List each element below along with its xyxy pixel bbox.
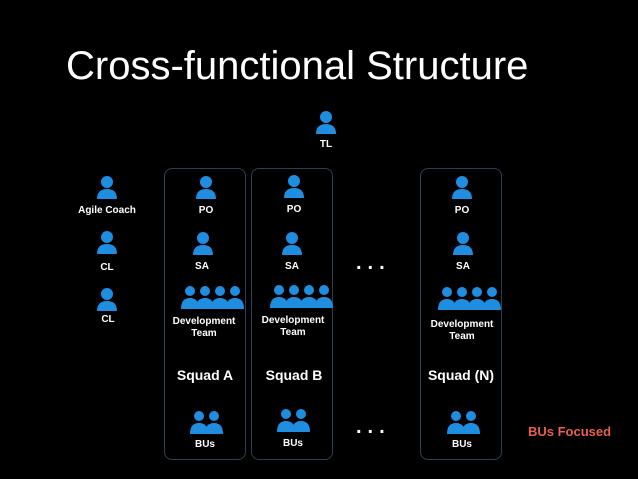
sa-person-icon xyxy=(192,231,214,255)
development-team-label: Development Team xyxy=(172,316,236,339)
bus-focused-label: BUs Focused xyxy=(528,424,612,439)
development-team-icon xyxy=(437,286,502,310)
sa-person-icon xyxy=(452,231,474,255)
squad-name: Squad (N) xyxy=(427,367,495,383)
bus-icon xyxy=(189,410,224,434)
squad-b-frame xyxy=(251,168,333,460)
sa-label: SA xyxy=(195,261,209,272)
squad-name: Squad B xyxy=(265,367,323,383)
development-team-label: Development Team xyxy=(430,319,494,342)
squad-name: Squad A xyxy=(176,367,234,383)
cl-label: CL xyxy=(100,262,114,273)
cl-label: CL xyxy=(101,314,115,325)
squad-n-frame xyxy=(420,168,502,460)
agile-coach-label: Agile Coach xyxy=(78,205,136,216)
sa-label: SA xyxy=(285,261,299,272)
po-person-icon xyxy=(283,174,305,198)
bus-icon xyxy=(446,410,481,434)
tl-label: TL xyxy=(319,139,333,150)
squad-a-frame xyxy=(164,168,246,460)
sa-person-icon xyxy=(281,231,303,255)
cl-person-icon xyxy=(96,230,118,254)
development-team-icon xyxy=(180,285,245,309)
tl-person-icon xyxy=(315,110,337,134)
page-title: Cross-functional Structure xyxy=(66,44,529,88)
development-team-icon xyxy=(269,284,334,308)
bus-label: BUs xyxy=(282,438,304,449)
po-label: PO xyxy=(454,205,470,216)
bus-label: BUs xyxy=(194,439,216,450)
bus-icon xyxy=(276,408,311,432)
bus-label: BUs xyxy=(451,439,473,450)
cl-person-icon xyxy=(96,287,118,311)
po-person-icon xyxy=(195,175,217,199)
development-team-label: Development Team xyxy=(261,315,325,338)
ellipsis: ... xyxy=(356,252,391,274)
ellipsis: ... xyxy=(356,416,391,438)
sa-label: SA xyxy=(456,261,470,272)
po-person-icon xyxy=(451,175,473,199)
agile-coach-person-icon xyxy=(96,175,118,199)
po-label: PO xyxy=(198,205,214,216)
po-label: PO xyxy=(286,204,302,215)
